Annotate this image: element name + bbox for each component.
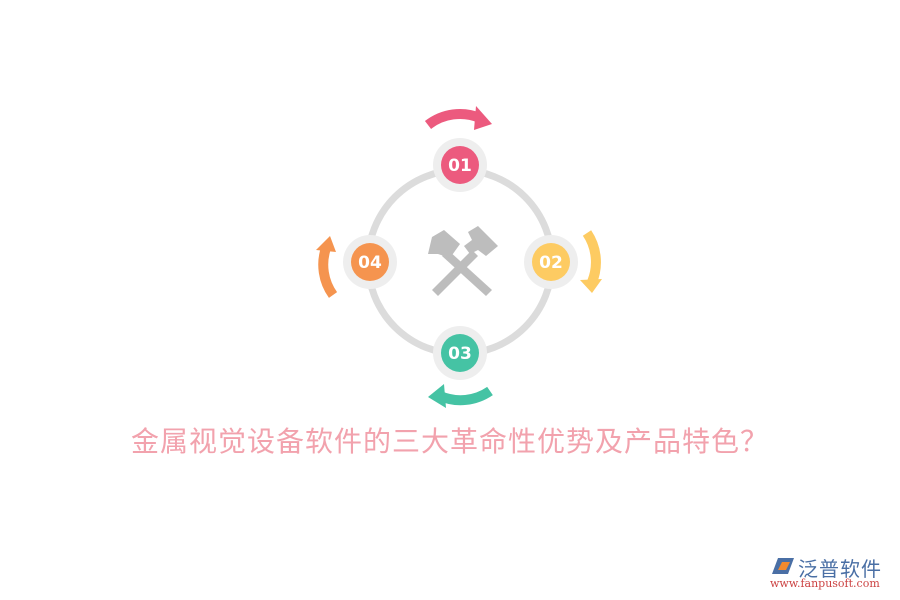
arrow-top-icon bbox=[424, 106, 492, 130]
step-badge-04: 04 bbox=[343, 235, 397, 289]
svg-text:04: 04 bbox=[358, 253, 382, 273]
logo-name: 泛普软件 bbox=[798, 557, 882, 581]
crossed-hammers-icon bbox=[428, 226, 498, 296]
arrow-right-icon bbox=[580, 230, 602, 293]
svg-text:01: 01 bbox=[448, 156, 472, 176]
fanpusoft-logo[interactable]: 泛普软件 www.fanpusoft.com bbox=[770, 553, 895, 593]
logo-mark-icon bbox=[772, 558, 794, 574]
step-badge-02: 02 bbox=[524, 235, 578, 289]
svg-text:02: 02 bbox=[539, 253, 563, 273]
logo-url: www.fanpusoft.com bbox=[770, 577, 880, 590]
arrow-bottom-icon bbox=[428, 384, 493, 408]
step-badge-03: 03 bbox=[433, 326, 487, 380]
page-title: 金属视觉设备软件的三大革命性优势及产品特色？ bbox=[130, 425, 769, 458]
step-badge-01: 01 bbox=[433, 138, 487, 192]
arrow-left-icon bbox=[316, 236, 338, 298]
svg-text:03: 03 bbox=[448, 344, 472, 364]
